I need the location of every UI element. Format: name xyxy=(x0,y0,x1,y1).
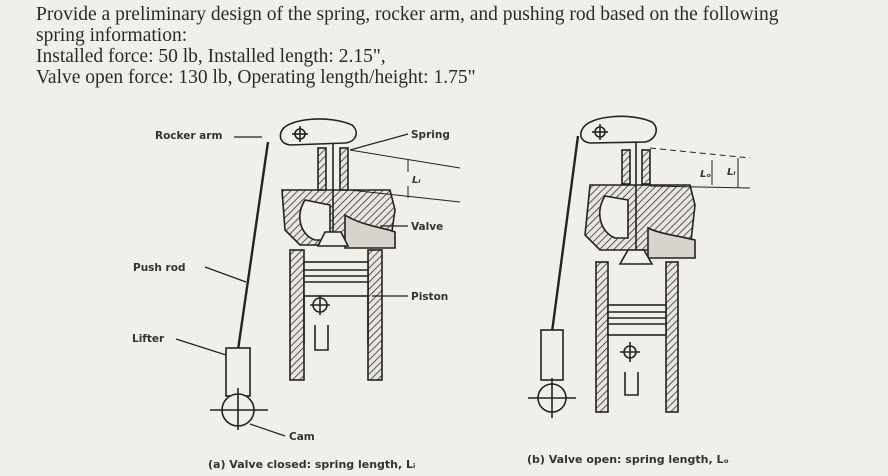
problem-line-4: Valve open force: 130 lb, Operating leng… xyxy=(36,67,476,88)
figure-a-leaders xyxy=(175,133,409,437)
figure-a-drawing xyxy=(210,118,461,430)
label-rocker-arm: Rocker arm xyxy=(155,130,222,142)
caption-b: (b) Valve open: spring length, Lₒ xyxy=(527,453,729,466)
problem-statement: Provide a preliminary design of the spri… xyxy=(36,4,876,88)
caption-a: (a) Valve closed: spring length, Lᵢ xyxy=(208,458,415,471)
dim-symbol-lo-b: Lₒ xyxy=(700,169,711,180)
figure-b-drawing xyxy=(528,115,751,418)
label-piston: Piston xyxy=(411,291,448,303)
label-valve: Valve xyxy=(411,221,443,233)
label-push-rod: Push rod xyxy=(133,262,185,274)
label-lifter: Lifter xyxy=(132,333,165,345)
problem-line-1: Provide a preliminary design of the spri… xyxy=(36,4,779,25)
problem-line-3: Installed force: 50 lb, Installed length… xyxy=(36,46,386,67)
dim-symbol-li-b: Lᵢ xyxy=(727,167,736,178)
spring-a xyxy=(317,147,349,191)
label-cam: Cam xyxy=(289,431,315,443)
label-spring: Spring xyxy=(411,129,450,141)
dim-symbol-li-a: Lᵢ xyxy=(412,175,421,186)
problem-line-2: spring information: xyxy=(36,25,188,46)
